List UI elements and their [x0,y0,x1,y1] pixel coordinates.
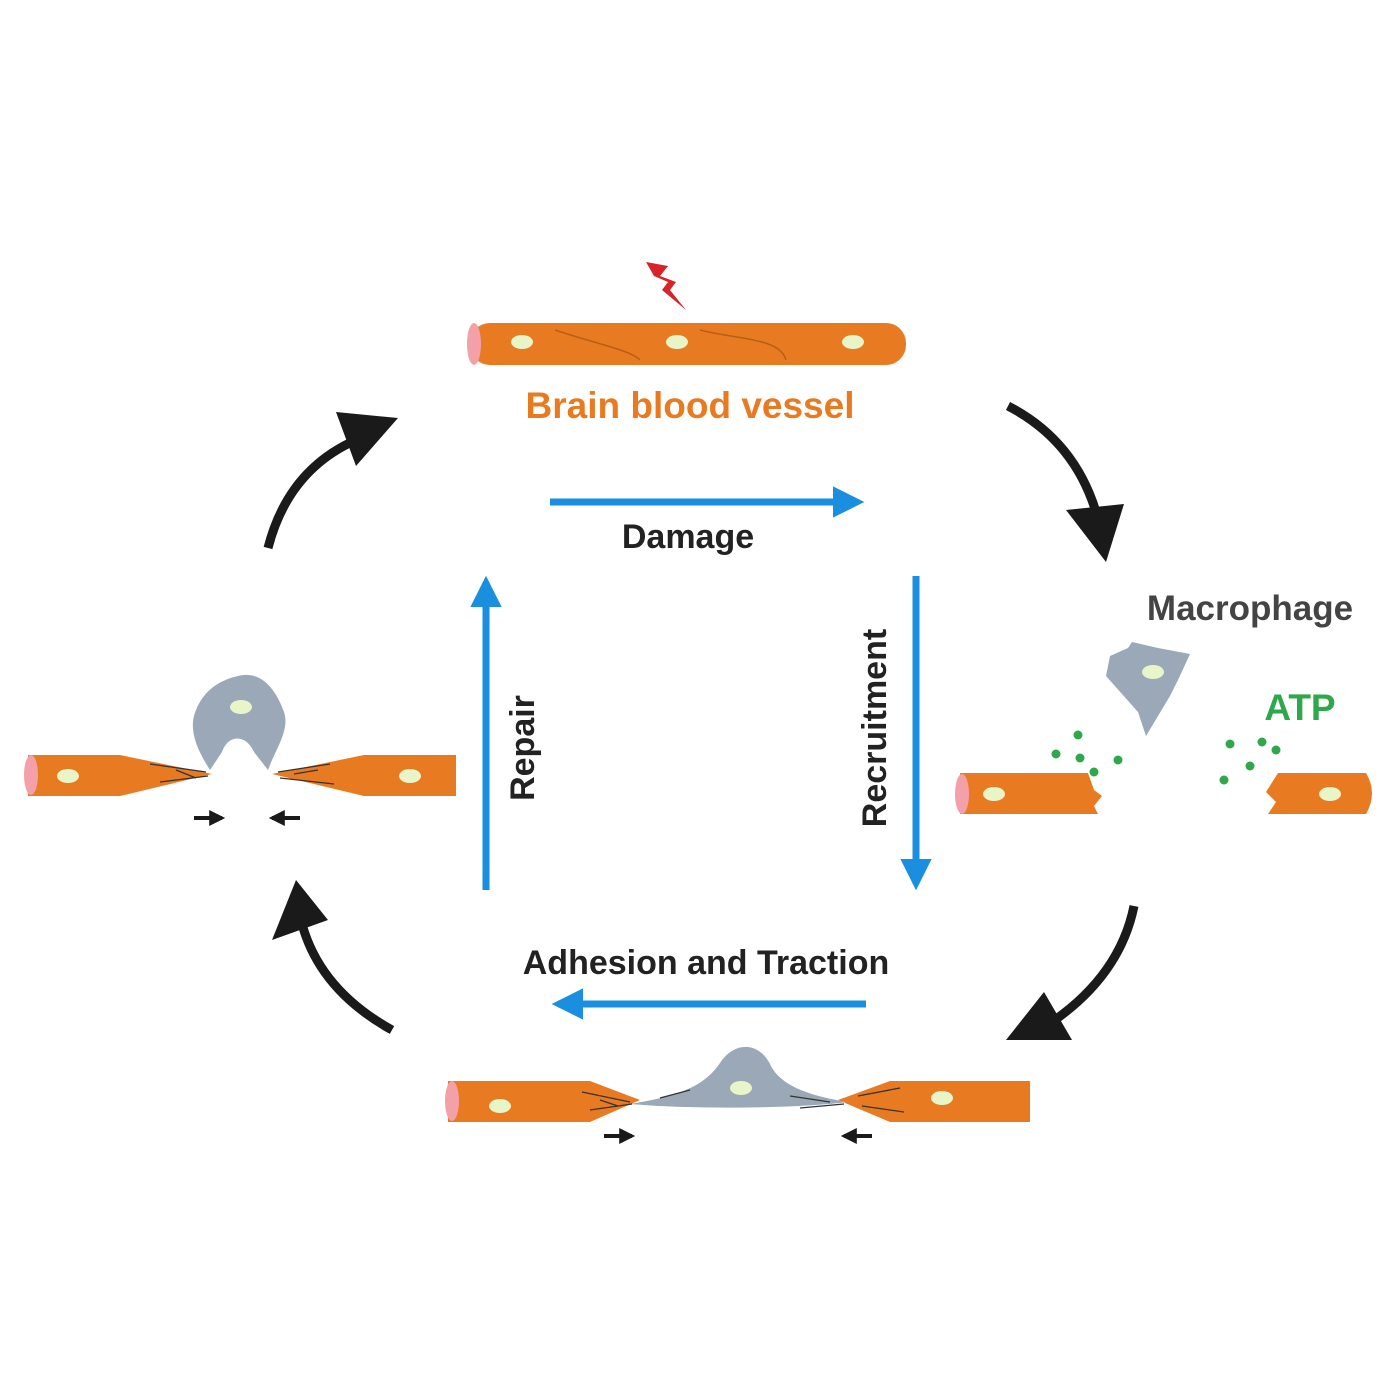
nucleus-icon [57,769,79,783]
nucleus-icon [1142,665,1164,679]
damage-label: Damage [622,518,754,556]
macrophage-cell-icon [192,674,286,770]
macrophage-label: Macrophage [1147,589,1353,628]
nucleus-icon [666,335,688,349]
nucleus-icon [511,335,533,349]
vessel-broken-right [955,773,1372,814]
atp-label: ATP [1264,687,1335,728]
nucleus-icon [489,1099,511,1113]
nucleus-icon [983,787,1005,801]
repair-label: Repair [504,695,542,801]
nucleus-icon [730,1081,752,1095]
nucleus-icon [399,769,421,783]
nucleus-icon [1319,787,1341,801]
nucleus-icon [842,335,864,349]
nucleus-icon [230,700,252,714]
macrophage-cell-icon [1106,642,1190,736]
vessel-left-repair [24,674,456,826]
recruitment-label: Recruitment [856,629,894,827]
damage-bolt-icon [646,262,686,310]
cycle-arrow-top-left [263,412,398,550]
vessel-bottom-adhesion [445,1046,1030,1144]
cycle-arrow-bottom-right [1006,905,1139,1040]
vessel-label: Brain blood vessel [526,385,855,426]
cycle-arrow-top-right [1005,402,1124,562]
cycle-arrow-bottom-left [272,880,395,1034]
vessel-top [467,323,906,365]
nucleus-icon [931,1091,953,1105]
atp-dots [1051,730,1281,785]
macrophage-cell-icon [630,1046,848,1108]
adhesion-label: Adhesion and Traction [523,944,889,982]
